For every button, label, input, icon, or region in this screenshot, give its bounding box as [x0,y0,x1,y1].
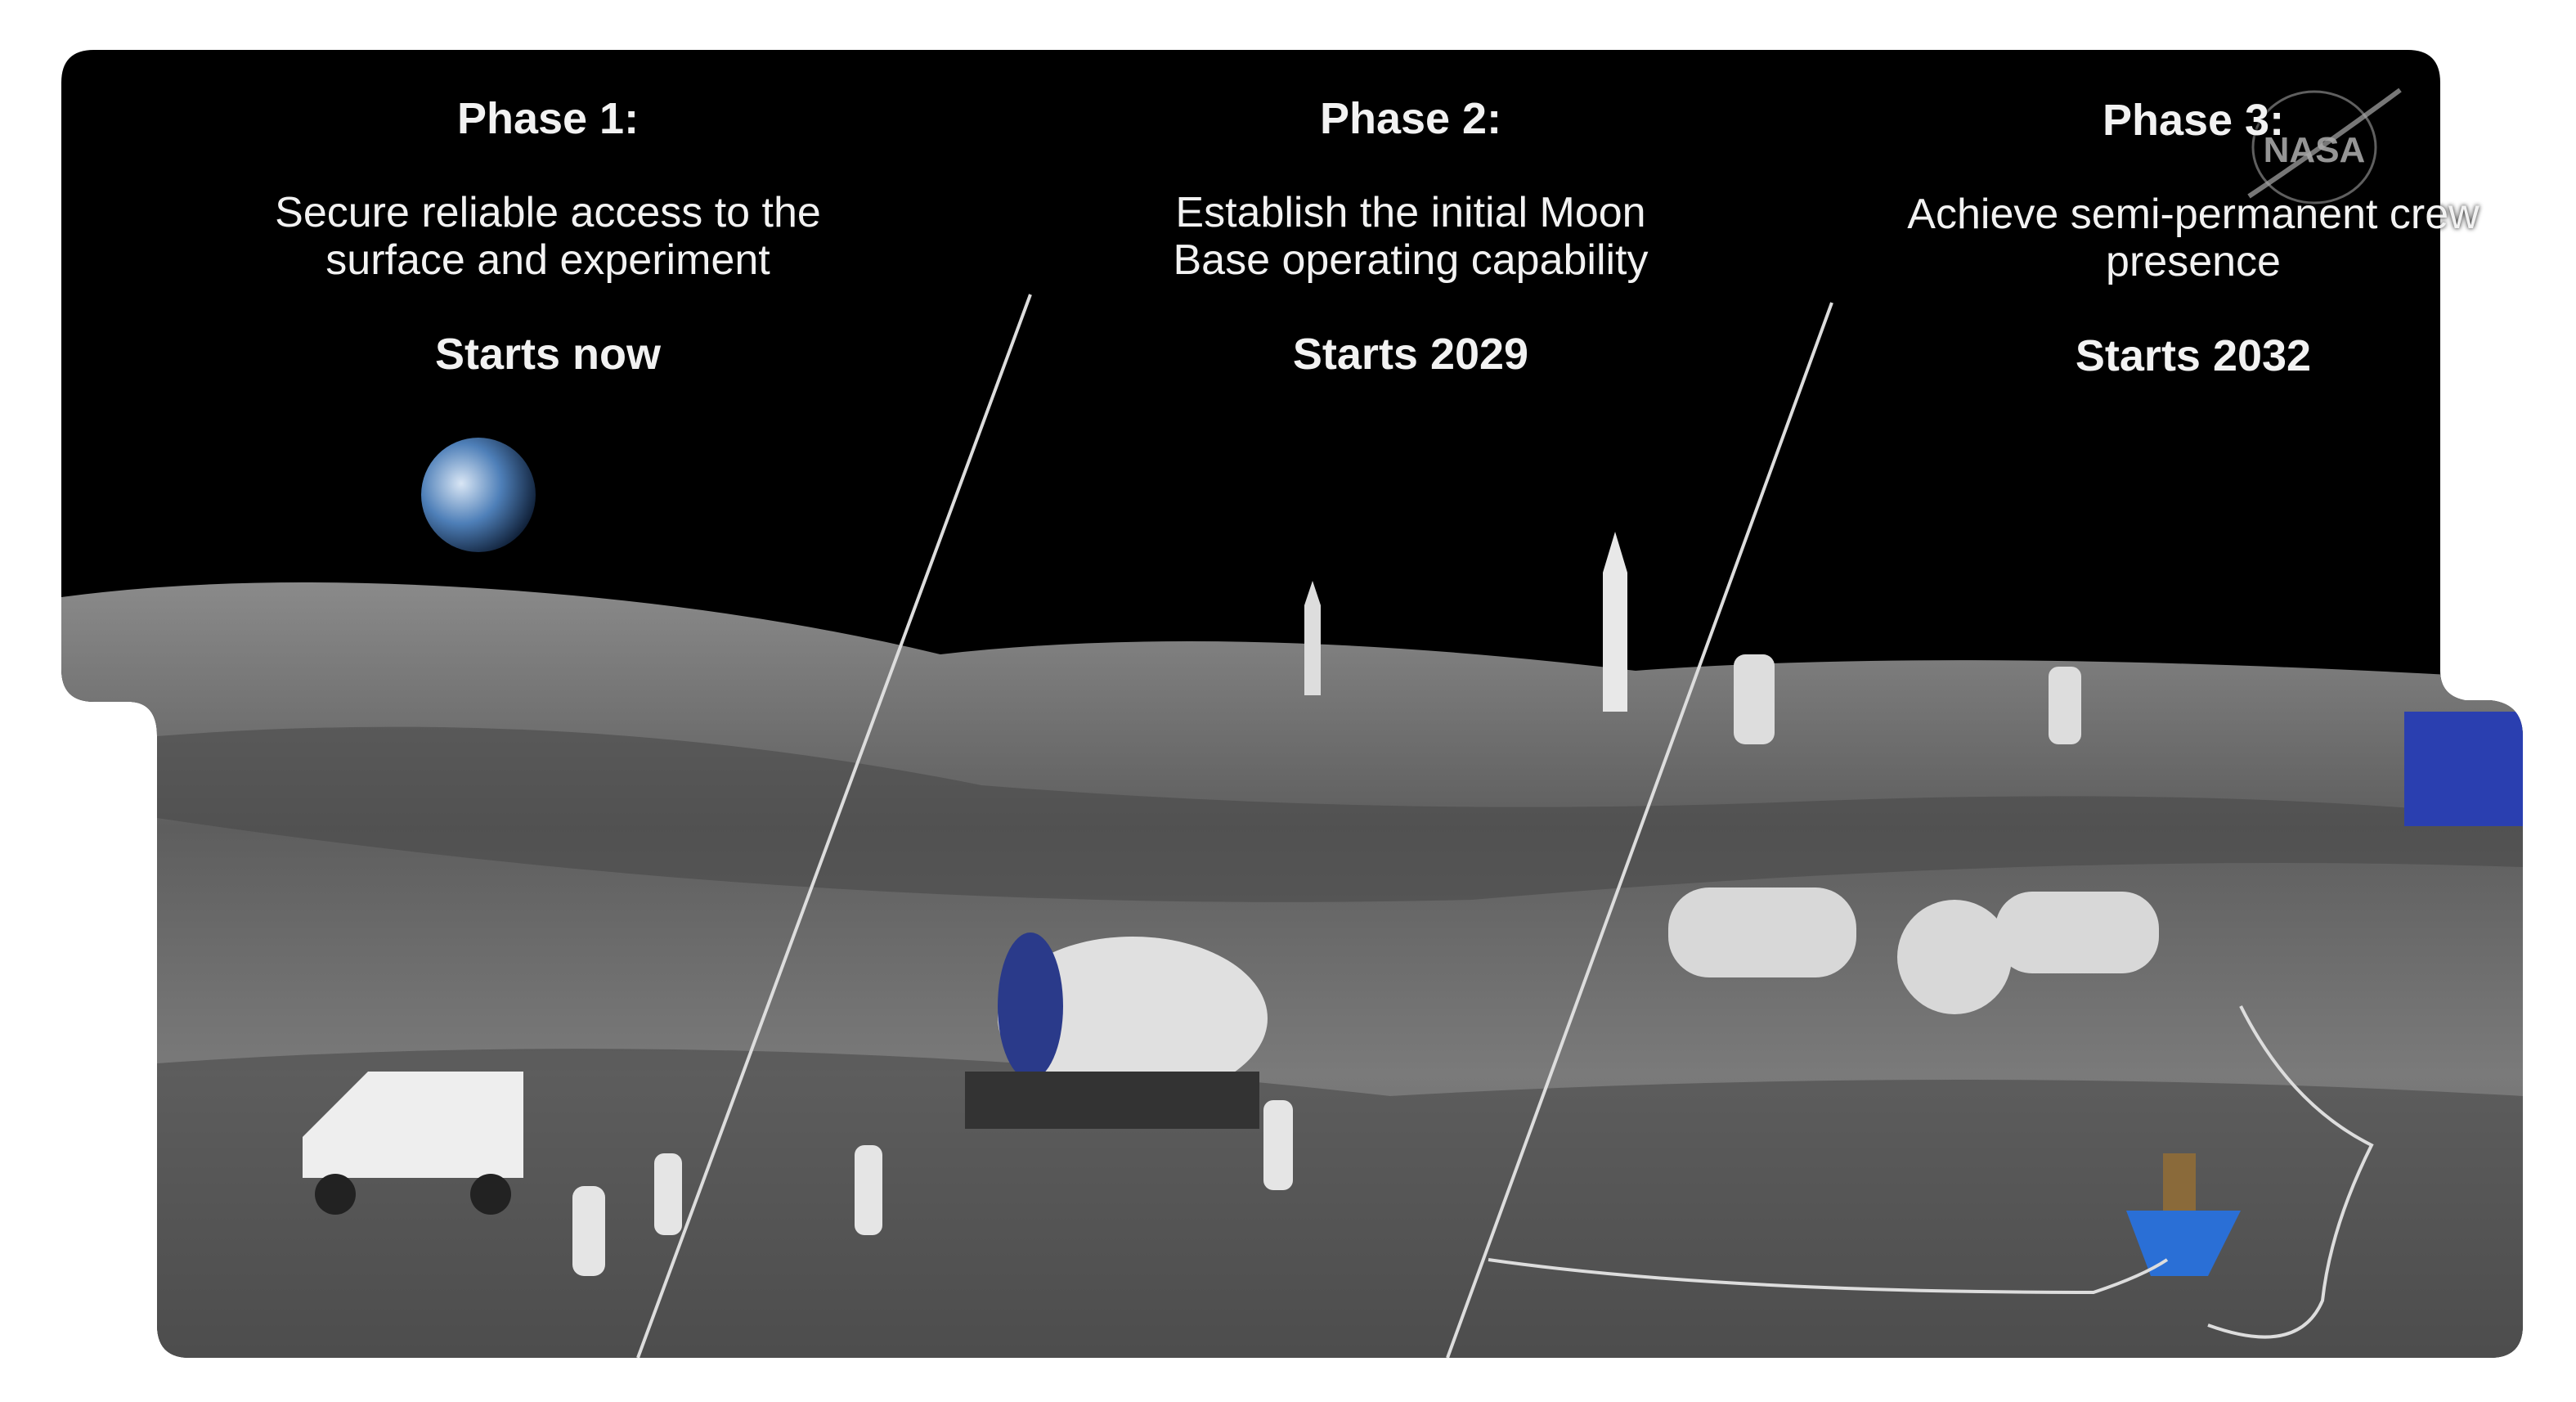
astronauts [572,1100,1293,1276]
rocket-lander [1304,581,1321,695]
power-cable [1488,1005,2374,1339]
nasa-logo: NASA [2247,88,2402,204]
pressurized-rover [965,932,1268,1129]
utility-rover [303,1072,523,1215]
lander [1734,654,1775,744]
lander [2049,667,2081,744]
habitat-modules [1668,887,2159,1014]
earth [421,438,536,552]
phase-divider-2 [1446,302,1833,1358]
phase-start: Starts now [434,330,662,379]
phase-title: Phase 2: [1319,94,1502,143]
phase-start: Starts 2032 [2075,331,2312,380]
phase-start: Starts 2029 [1292,330,1529,379]
phase-1-caption: Phase 1: Secure reliable access to the s… [180,94,916,379]
solar-array [2404,712,2523,826]
phase-2-caption: Phase 2: Establish the initial Moon Base… [1043,94,1779,379]
phase-3-caption: Phase 3: Achieve semi-permanent crew pre… [1825,96,2561,380]
foreground-regolith [157,1049,2523,1358]
phase-description: Achieve semi-permanent crew presence [1907,191,2480,285]
phase-divider-1 [636,294,1032,1358]
phase-title: Phase 3: [2102,96,2285,145]
phase-description: Secure reliable access to the surface an… [275,189,821,284]
phase-title: Phase 1: [456,94,640,143]
blue-lander [2126,1153,2241,1276]
rocket-lander [1603,532,1627,712]
crater-ridge [157,726,2523,902]
phase-description: Establish the initial Moon Base operatin… [1173,189,1649,284]
